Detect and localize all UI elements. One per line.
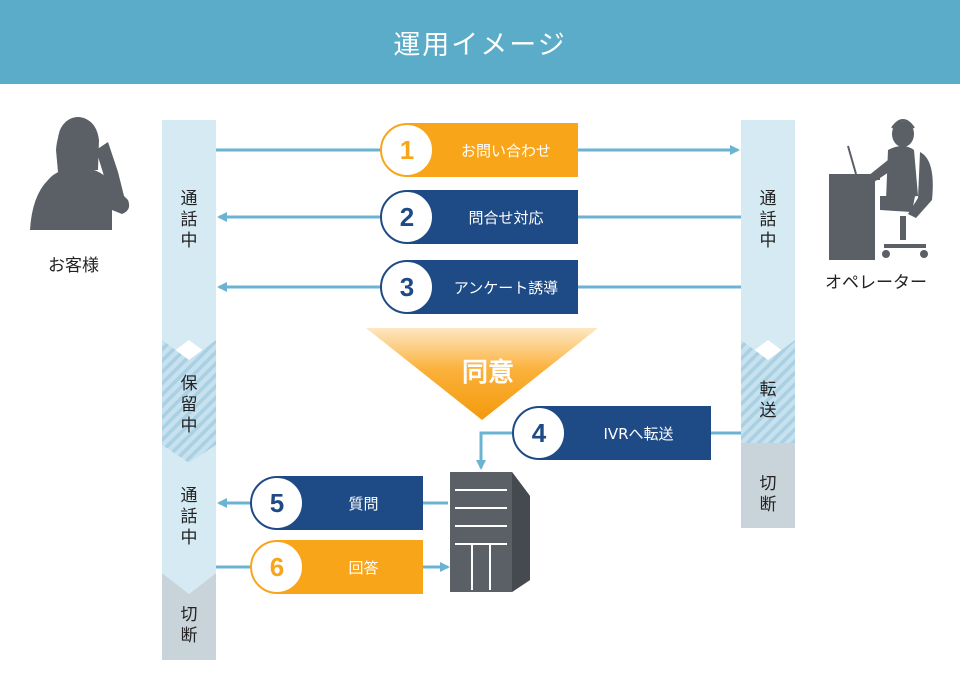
step-number: 3 bbox=[380, 260, 434, 314]
operator-icon bbox=[829, 119, 933, 260]
operator-label: オペレーター bbox=[825, 273, 927, 293]
step-number: 2 bbox=[380, 190, 434, 244]
step-label: 問合せ対応 bbox=[407, 190, 578, 244]
step-label: お問い合わせ bbox=[407, 123, 578, 177]
step-number: 6 bbox=[250, 540, 304, 594]
header-bar: 運用イメージ bbox=[0, 0, 960, 84]
customer-label: お客様 bbox=[48, 256, 99, 276]
customer-lane bbox=[162, 120, 216, 660]
operator-lane bbox=[741, 120, 795, 528]
customer-icon bbox=[30, 117, 130, 230]
step-number: 1 bbox=[380, 123, 434, 177]
step-label: アンケート誘導 bbox=[407, 260, 578, 314]
agree-triangle bbox=[366, 328, 598, 420]
customer-talking-label-2: 通話中 bbox=[180, 486, 198, 548]
operator-disconnect-label: 切断 bbox=[759, 474, 777, 515]
step-number: 5 bbox=[250, 476, 304, 530]
ivr-server-icon bbox=[450, 472, 530, 592]
step-number: 4 bbox=[512, 406, 566, 460]
customer-hold-label: 保留中 bbox=[180, 374, 198, 436]
customer-talking-label: 通話中 bbox=[180, 189, 198, 251]
operator-talking-label: 通話中 bbox=[759, 189, 777, 251]
agree-label: 同意 bbox=[461, 358, 514, 388]
step-label: IVRへ転送 bbox=[539, 406, 711, 460]
page-title: 運用イメージ bbox=[393, 29, 567, 61]
customer-disconnect-label: 切断 bbox=[180, 605, 198, 646]
operator-transfer-label: 転送 bbox=[759, 380, 777, 421]
